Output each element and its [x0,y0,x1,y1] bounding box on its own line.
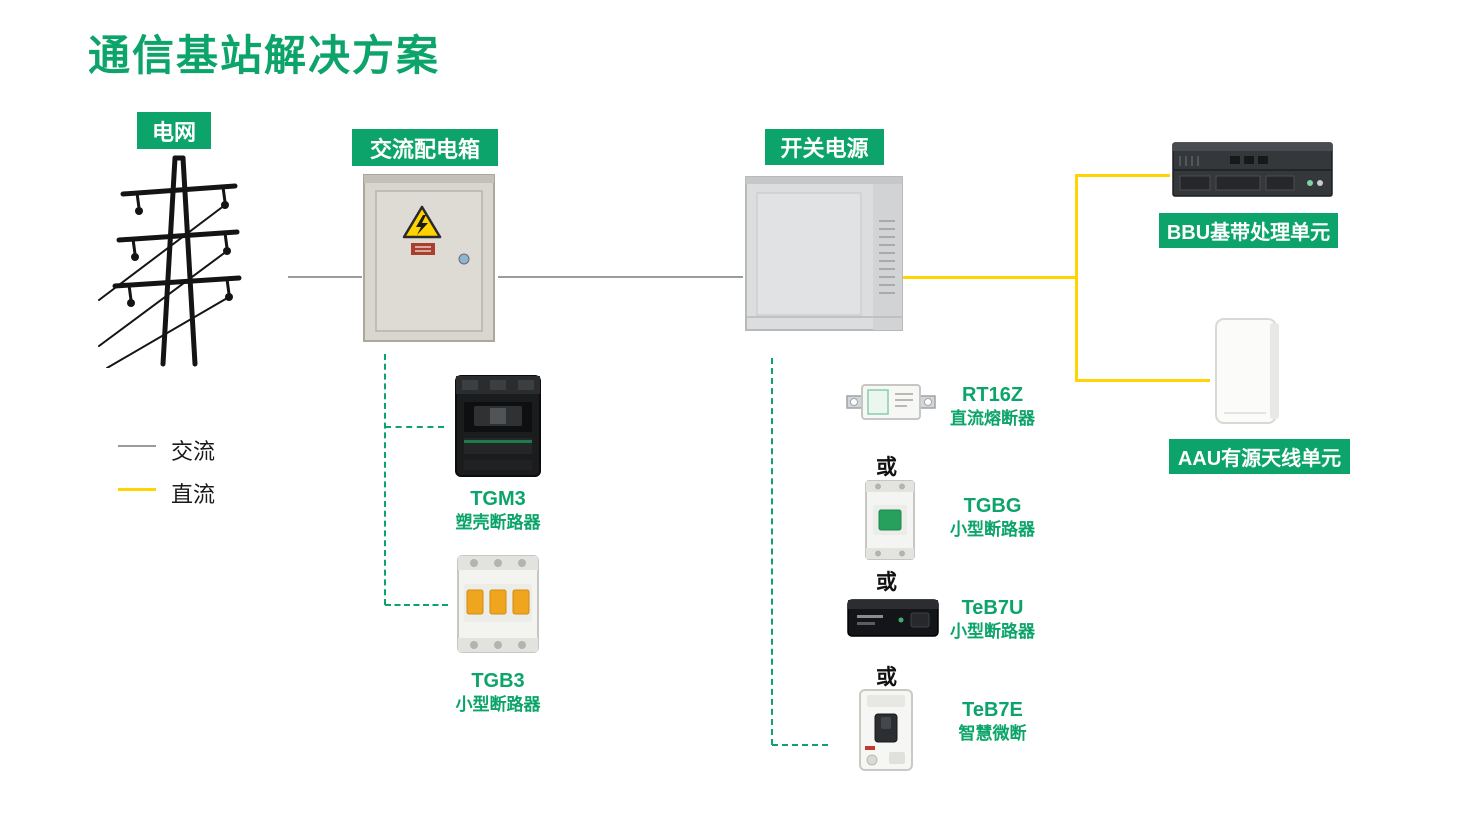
dashed-line-power-vertical [771,358,773,745]
teb7u-breaker-image [845,588,941,646]
bbu-rack-image [1170,137,1335,201]
tgm3-breaker-image [448,370,548,482]
teb7u-product-label: TeB7U 小型断路器 [925,596,1060,642]
legend-ac-label: 交流 [171,439,216,464]
dashed-line-to-tgm3 [385,426,444,428]
badge-ac-distribution-box: 交流配电箱 [352,129,498,166]
tgbg-product-label: TGBG 小型断路器 [925,494,1060,540]
connector-ac-box-to-power [498,276,743,278]
teb7u-name: TeB7U [961,597,1024,619]
rt16z-fuse-image [845,372,937,432]
or-label-3: 或 [876,666,897,689]
tgbg-name: TGBG [963,495,1022,517]
legend-dc-line [118,488,156,491]
or-label-2: 或 [876,571,897,594]
connector-dc-to-bbu [1075,174,1170,177]
teb7u-desc: 小型断路器 [950,622,1035,641]
legend-ac-line [118,445,156,447]
tgm3-desc: 塑壳断路器 [455,513,541,532]
teb7e-desc: 智慧微断 [958,724,1027,743]
tgm3-name: TGM3 [470,488,526,510]
aau-panel-image [1210,315,1286,427]
badge-bbu-unit: BBU基带处理单元 [1159,213,1338,248]
tgb3-breaker-image [452,550,544,658]
connector-dc-vertical [1075,174,1078,379]
teb7e-product-label: TeB7E 智慧微断 [925,698,1060,744]
switch-power-cabinet-image [743,169,905,336]
ac-distribution-box-image [360,167,498,347]
connector-ac-grid-to-box [288,276,362,278]
badge-switch-power: 开关电源 [765,129,884,165]
tgbg-desc: 小型断路器 [950,520,1035,539]
tgb3-product-label: TGB3 小型断路器 [418,669,578,715]
tgm3-product-label: TGM3 塑壳断路器 [418,487,578,533]
tgb3-name: TGB3 [471,670,525,692]
dashed-line-acbox-vertical [384,354,386,605]
dashed-line-to-teb7e [772,744,828,746]
badge-aau-unit: AAU有源天线单元 [1169,439,1350,474]
connector-dc-to-aau [1075,379,1210,382]
teb7e-breaker-image [855,686,917,774]
rt16z-name: RT16Z [961,384,1024,406]
rt16z-product-label: RT16Z 直流熔断器 [925,383,1060,429]
page-title: 通信基站解决方案 [88,32,441,79]
power-tower-illustration [95,150,245,368]
legend-dc-label: 直流 [171,482,216,507]
or-label-1: 或 [876,456,897,479]
connector-dc-power-out [903,276,1077,279]
dashed-line-to-tgb3 [385,604,448,606]
teb7e-name: TeB7E [962,699,1023,721]
tgb3-desc: 小型断路器 [455,695,541,714]
badge-power-grid: 电网 [137,112,211,149]
tgbg-breaker-image [861,477,919,563]
rt16z-desc: 直流熔断器 [950,409,1035,428]
